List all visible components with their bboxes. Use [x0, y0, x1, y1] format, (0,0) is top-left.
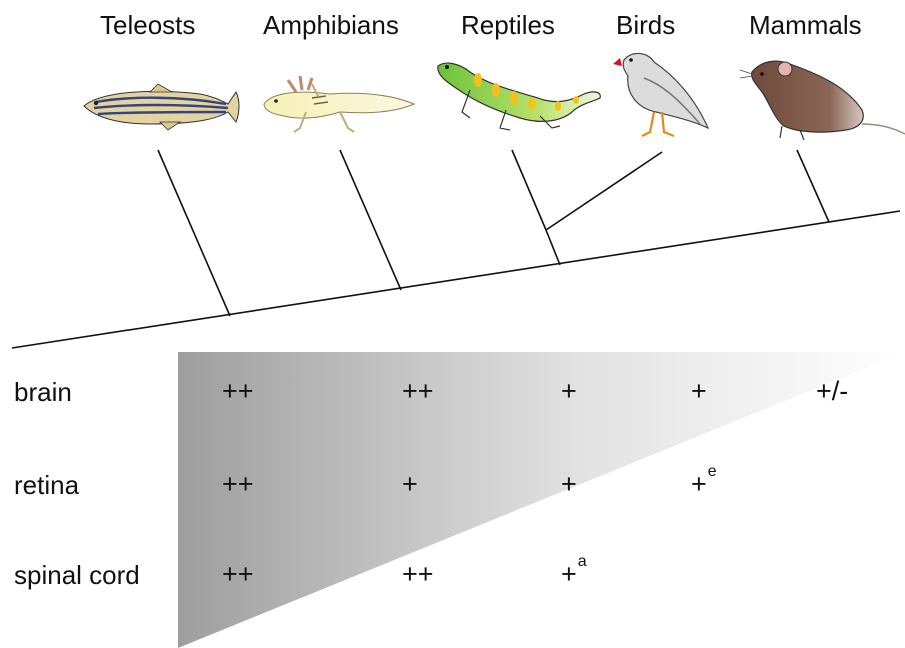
branch-sauropsids — [546, 230, 560, 265]
cladogram-trunk — [12, 211, 900, 348]
branch-amphibians — [340, 150, 401, 290]
score-retina-reptiles: + — [561, 469, 577, 500]
tissue-label-retina: retina — [14, 470, 79, 501]
score-retina-birds: +e — [691, 469, 717, 500]
score-brain-reptiles: + — [561, 376, 577, 407]
taxon-label-mammals: Mammals — [749, 10, 862, 41]
branch-mammals — [797, 150, 829, 222]
score-brain-amphibians: ++ — [402, 376, 434, 407]
branch-reptiles — [512, 150, 546, 230]
score-spinal-cord-amphibians: ++ — [402, 559, 434, 590]
score-brain-teleosts: ++ — [222, 376, 254, 407]
mouse-icon — [740, 61, 905, 140]
cladogram — [12, 150, 900, 348]
score-retina-teleosts: ++ — [222, 469, 254, 500]
tissue-label-spinal-cord: spinal cord — [14, 560, 140, 591]
taxon-label-birds: Birds — [616, 10, 675, 41]
score-brain-mammals: +/- — [816, 376, 848, 407]
score-spinal-cord-reptiles-value: + — [561, 559, 577, 589]
score-brain-birds: + — [691, 376, 707, 407]
score-retina-birds-value: + — [691, 469, 707, 499]
tissue-label-brain: brain — [14, 377, 72, 408]
taxon-label-teleosts: Teleosts — [100, 10, 195, 41]
footnote-marker-a: a — [578, 553, 587, 570]
lizard-icon — [438, 63, 601, 130]
zebrafish-icon — [84, 84, 239, 130]
regeneration-gradient-wedge — [178, 352, 905, 648]
score-retina-amphibians: + — [402, 469, 418, 500]
taxon-label-reptiles: Reptiles — [461, 10, 555, 41]
branch-birds — [546, 152, 662, 230]
score-spinal-cord-reptiles: +a — [561, 559, 587, 590]
footnote-marker-e: e — [708, 463, 717, 480]
taxon-label-amphibians: Amphibians — [263, 10, 399, 41]
branch-teleosts — [158, 150, 230, 316]
score-spinal-cord-teleosts: ++ — [222, 559, 254, 590]
axolotl-icon — [264, 76, 414, 132]
finch-icon — [613, 53, 708, 136]
